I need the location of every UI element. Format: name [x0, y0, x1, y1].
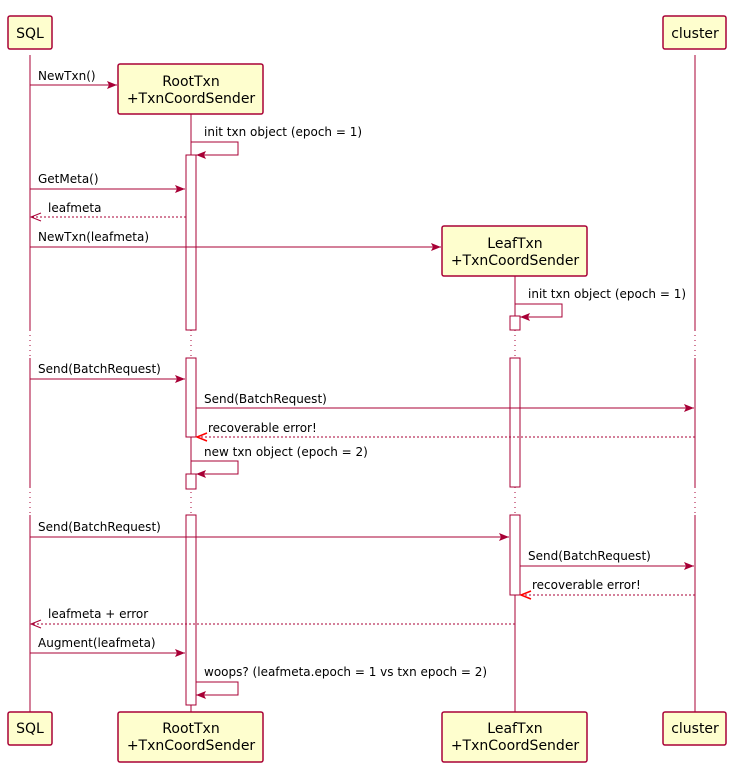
participant-box	[662, 15, 727, 50]
participant-leaftxn-footer: LeafTxn +TxnCoordSender	[441, 711, 588, 763]
activation-bars	[185, 154, 521, 706]
message-send-batch: Send(BatchRequest)	[30, 520, 509, 541]
message-label: leafmeta + error	[48, 607, 148, 621]
message-label: recoverable error!	[208, 421, 317, 435]
message-label: GetMeta()	[38, 172, 99, 186]
message-label: Send(BatchRequest)	[528, 549, 651, 563]
participant-cluster-footer: cluster	[662, 711, 727, 746]
participant-roottxn-footer: RootTxn +TxnCoordSender	[117, 711, 264, 763]
activation-bar-leaftxn	[509, 315, 521, 331]
message-send-batch: Send(BatchRequest)	[196, 392, 694, 412]
participant-box	[441, 711, 588, 763]
participant-leaftxn: LeafTxn +TxnCoordSender	[441, 225, 588, 277]
message-getmeta: GetMeta()	[30, 172, 185, 193]
message-self-init-root: init txn object (epoch = 1)	[191, 125, 362, 159]
message-send-batch: Send(BatchRequest)	[30, 362, 185, 383]
participant-label: SQL	[16, 26, 44, 42]
participant-label: LeafTxn	[487, 236, 542, 252]
activation-bar-roottxn	[185, 154, 197, 331]
message-self-woops-root: woops? (leafmeta.epoch = 1 vs txn epoch …	[196, 665, 487, 699]
message-label: NewTxn(leafmeta)	[38, 230, 149, 244]
activation-bar-roottxn	[185, 514, 197, 706]
message-send-batch: Send(BatchRequest)	[520, 549, 694, 570]
activation-bar-leaftxn	[509, 514, 521, 596]
message-augment: Augment(leafmeta)	[30, 636, 185, 657]
message-self-new-root: new txn object (epoch = 2)	[191, 445, 368, 478]
message-label: woops? (leafmeta.epoch = 1 vs txn epoch …	[204, 665, 487, 679]
participant-cluster: cluster	[662, 15, 727, 50]
participant-label: +TxnCoordSender	[127, 738, 256, 754]
message-recoverable-error: recoverable error!	[518, 578, 695, 600]
message-label: new txn object (epoch = 2)	[204, 445, 368, 459]
participant-box	[7, 711, 53, 746]
participant-box	[441, 225, 588, 277]
participant-label: SQL	[16, 721, 44, 737]
activation-bar-leaftxn	[509, 357, 521, 488]
participant-box	[117, 711, 264, 763]
message-label: leafmeta	[48, 201, 101, 215]
participant-label: LeafTxn	[487, 721, 542, 737]
message-label: Send(BatchRequest)	[204, 392, 327, 406]
participant-box	[662, 711, 727, 746]
participant-sql: SQL	[7, 15, 53, 50]
participant-label: +TxnCoordSender	[451, 738, 580, 754]
message-leafmeta-return: leafmeta	[29, 201, 186, 222]
participant-label: +TxnCoordSender	[127, 91, 256, 107]
activation-bar-roottxn	[185, 357, 197, 438]
message-label: init txn object (epoch = 1)	[204, 125, 362, 139]
message-label: Augment(leafmeta)	[38, 636, 156, 650]
participant-sql-footer: SQL	[7, 711, 53, 746]
messages: NewTxn() init txn object (epoch = 1) Get…	[29, 69, 695, 699]
participant-label: RootTxn	[162, 74, 219, 90]
participant-roottxn: RootTxn +TxnCoordSender	[117, 63, 264, 115]
message-label: init txn object (epoch = 1)	[528, 287, 686, 301]
activation-bar-roottxn	[185, 473, 197, 490]
message-newtxn: NewTxn()	[30, 69, 117, 89]
message-newtxn-leafmeta: NewTxn(leafmeta)	[30, 230, 441, 251]
message-leafmeta-error-return: leafmeta + error	[29, 607, 515, 629]
message-label: Send(BatchRequest)	[38, 362, 161, 376]
participant-label: +TxnCoordSender	[451, 253, 580, 269]
message-recoverable-error: recoverable error!	[194, 421, 695, 442]
participant-label: cluster	[671, 26, 719, 42]
message-label: Send(BatchRequest)	[38, 520, 161, 534]
message-label: NewTxn()	[38, 69, 96, 83]
message-self-init-leaf: init txn object (epoch = 1)	[515, 287, 686, 321]
participant-label: RootTxn	[162, 721, 219, 737]
participant-box	[7, 15, 53, 50]
message-label: recoverable error!	[532, 578, 641, 592]
participant-label: cluster	[671, 721, 719, 737]
participant-box	[117, 63, 264, 115]
